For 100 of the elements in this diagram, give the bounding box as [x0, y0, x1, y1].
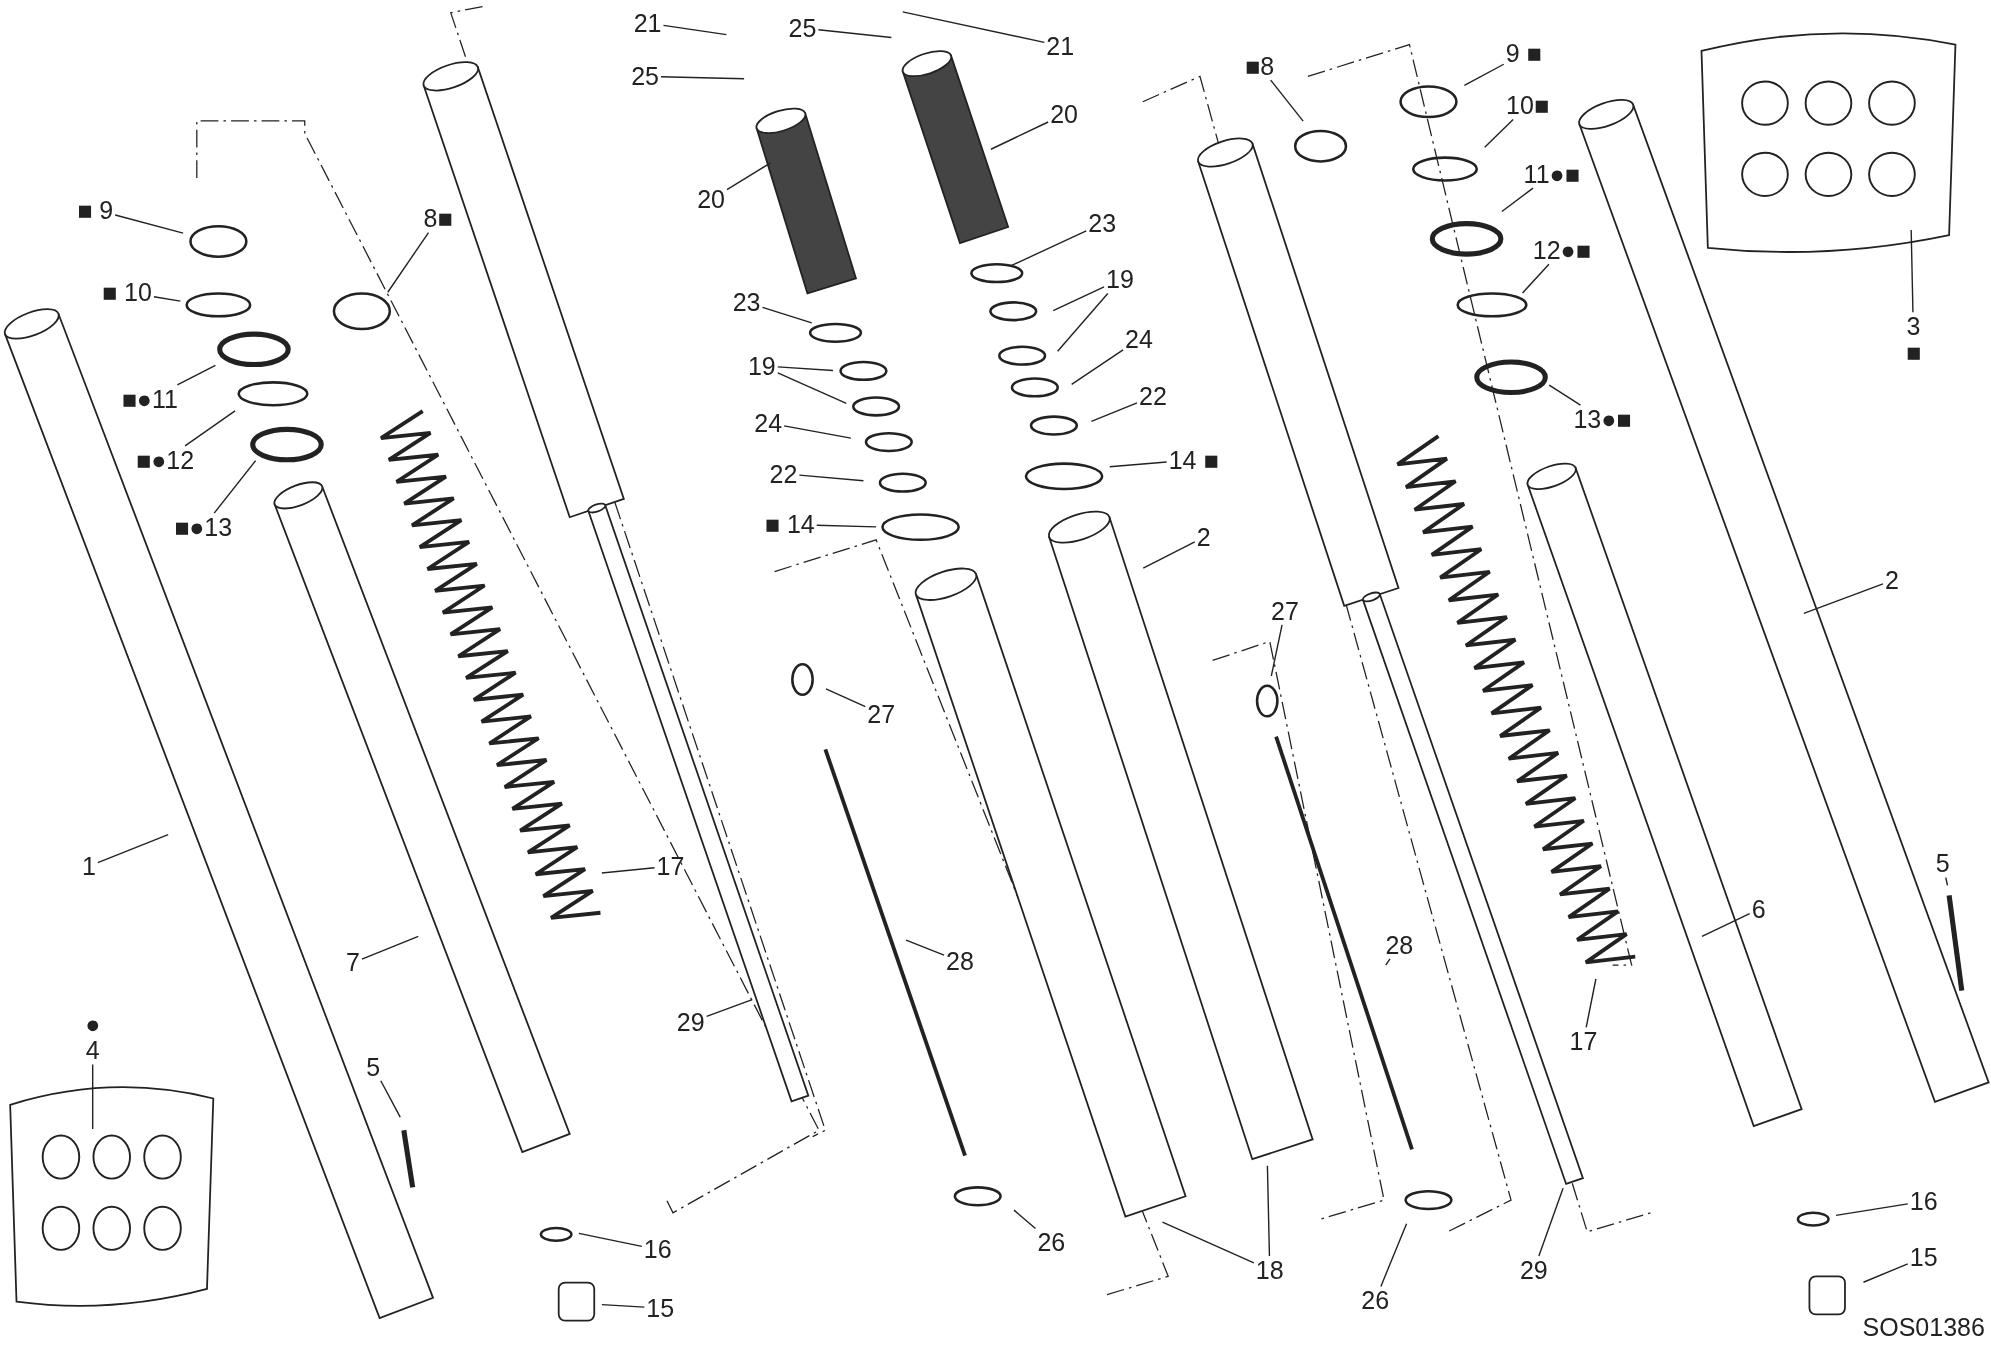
callout-number: 12●■	[1530, 236, 1593, 265]
leader-line	[816, 524, 877, 528]
leader-line	[990, 121, 1049, 150]
callout-number: 16	[641, 1235, 674, 1264]
callout-number: 20	[1048, 100, 1080, 129]
callout-number: 11●■	[1521, 159, 1582, 188]
leader-line	[601, 1303, 646, 1308]
callout-number: ■ 14	[762, 510, 817, 539]
callout-number: 2	[1194, 523, 1213, 552]
callout-number: 21	[1044, 31, 1077, 60]
callout-number: 23	[1086, 209, 1119, 238]
leader-line	[1521, 263, 1550, 294]
callout-number: 26	[1035, 1227, 1068, 1256]
leader-line	[1109, 461, 1168, 468]
leader-line	[114, 214, 184, 234]
leader-line	[777, 366, 834, 372]
callout-number: 16	[1907, 1187, 1940, 1216]
leader-line	[798, 474, 865, 482]
leader-line	[380, 1080, 401, 1118]
leader-line	[1538, 1187, 1564, 1257]
callout-number: 27	[1269, 596, 1301, 625]
leader-line	[1803, 583, 1884, 615]
leader-line	[1090, 402, 1138, 423]
leader-line	[1385, 958, 1391, 966]
callout-number: 10■	[1504, 91, 1551, 120]
callout-number: 28	[944, 947, 976, 976]
leader-line	[176, 364, 217, 386]
leader-line	[905, 939, 945, 956]
callout-number: ■ 9	[75, 195, 116, 224]
callout-number: ● 4	[83, 1010, 103, 1065]
callout-number: ■●12	[134, 445, 197, 474]
callout-number: 9 ■	[1503, 39, 1544, 68]
leader-line	[1910, 229, 1914, 313]
leader-line	[1009, 230, 1087, 267]
leader-line	[578, 1232, 643, 1248]
leader-line	[1142, 541, 1196, 569]
callout-number: 24	[1123, 325, 1155, 353]
leader-line	[1052, 286, 1105, 312]
leader-line	[660, 76, 745, 80]
callout-number: 7	[344, 948, 362, 977]
leader-line	[184, 410, 236, 447]
leader-line	[726, 162, 772, 191]
leader-line	[1835, 1203, 1909, 1217]
callout-number: 15	[644, 1293, 677, 1322]
callout-number: 3 ■	[1904, 312, 1924, 366]
leader-line	[1484, 118, 1514, 148]
callout-number: 23	[730, 288, 763, 317]
leader-line	[1013, 1209, 1037, 1230]
callout-number: ■●13	[172, 512, 235, 541]
drawing-number: SOS01386	[1861, 1312, 1986, 1341]
leader-line	[1548, 384, 1582, 406]
callout-number: ■8	[1243, 52, 1277, 80]
leader-line	[92, 1063, 94, 1130]
callout-number: 18	[1253, 1255, 1286, 1284]
callout-number: 6	[1749, 895, 1768, 924]
callout-number: 1	[79, 851, 98, 880]
callout-number: 29	[1517, 1255, 1550, 1284]
leader-line	[825, 688, 866, 708]
callout-number: 13●■	[1571, 405, 1634, 433]
leader-line	[1585, 978, 1597, 1029]
leader-line	[1270, 624, 1283, 677]
callout-number: 25	[786, 13, 819, 42]
leader-line	[1161, 1221, 1255, 1264]
leader-line	[387, 231, 430, 293]
leader-line	[817, 29, 893, 39]
leader-line	[361, 935, 419, 960]
callout-number: 8■	[421, 204, 455, 233]
callout-number: 19	[1104, 265, 1136, 294]
leader-line	[97, 833, 169, 864]
callout-number: 17	[1567, 1027, 1600, 1056]
leader-line	[1501, 187, 1534, 213]
callout-number: 25	[629, 62, 661, 91]
leader-line	[1270, 79, 1304, 122]
callout-number: ■ 10	[100, 278, 154, 307]
callout-number: 17	[654, 851, 687, 880]
callout-number: 21	[631, 8, 664, 37]
leader-line	[1056, 292, 1109, 352]
leader-line	[901, 11, 1046, 44]
leader-line	[153, 296, 182, 302]
callout-number: 22	[1137, 382, 1169, 411]
callout-number: 27	[865, 699, 898, 728]
callout-number: ■●11	[119, 384, 180, 413]
leader-line	[1945, 876, 1949, 887]
callout-number: 26	[1359, 1286, 1392, 1315]
leader-line	[1070, 349, 1124, 386]
leader-line	[783, 425, 852, 439]
callout-number: 14 ■	[1166, 445, 1221, 474]
callout-number: 20	[695, 185, 727, 214]
leader-line	[1463, 63, 1505, 87]
leader-line	[761, 306, 813, 324]
callout-number: 28	[1383, 930, 1416, 959]
leader-line	[601, 867, 656, 874]
callout-number: 19	[745, 351, 778, 380]
leader-line	[1380, 1222, 1408, 1288]
callout-number: 29	[674, 1008, 707, 1037]
callout-number: 22	[767, 459, 800, 488]
leader-line	[705, 998, 753, 1018]
callout-number: 2	[1883, 566, 1901, 595]
callout-number: 15	[1907, 1243, 1940, 1272]
leader-line	[213, 460, 257, 514]
